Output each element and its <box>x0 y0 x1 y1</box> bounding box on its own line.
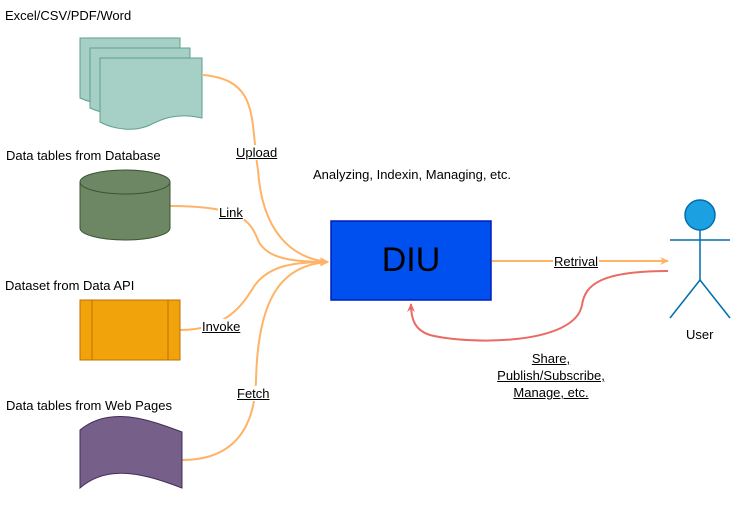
share-connector <box>407 270 669 342</box>
upload-connector <box>202 74 329 266</box>
link-connector <box>169 205 329 266</box>
fetch-edge-label: Fetch <box>236 386 271 401</box>
files-label: Excel/CSV/PDF/Word <box>5 8 132 23</box>
user-stick-figure-icon <box>669 199 731 319</box>
web-label: Data tables from Web Pages <box>6 398 172 413</box>
database-label: Data tables from Database <box>6 148 161 163</box>
api-label: Dataset from Data API <box>5 278 135 293</box>
document-front-icon <box>99 57 203 130</box>
link-edge-label: Link <box>218 205 244 220</box>
share-line-2: Publish/Subscribe, <box>497 368 605 383</box>
diu-box <box>330 220 492 301</box>
retrival-edge-label: Retrival <box>553 254 600 269</box>
diu-caption: Analyzing, Indexin, Managing, etc. <box>313 167 512 182</box>
user-label: User <box>686 327 714 342</box>
api-process-icon <box>79 299 181 361</box>
fetch-connector <box>181 258 329 461</box>
share-line-3: Manage, etc. <box>513 385 589 400</box>
database-icon <box>79 169 171 241</box>
files-stack-icon <box>79 37 203 130</box>
share-line-1: Share, <box>531 351 571 366</box>
share-edge-label: Share, Publish/Subscribe, Manage, etc. <box>490 350 612 401</box>
diu-title: DIU <box>381 241 441 279</box>
invoke-edge-label: Invoke <box>201 319 242 334</box>
upload-edge-label: Upload <box>235 145 279 160</box>
web-tape-icon <box>79 416 183 490</box>
